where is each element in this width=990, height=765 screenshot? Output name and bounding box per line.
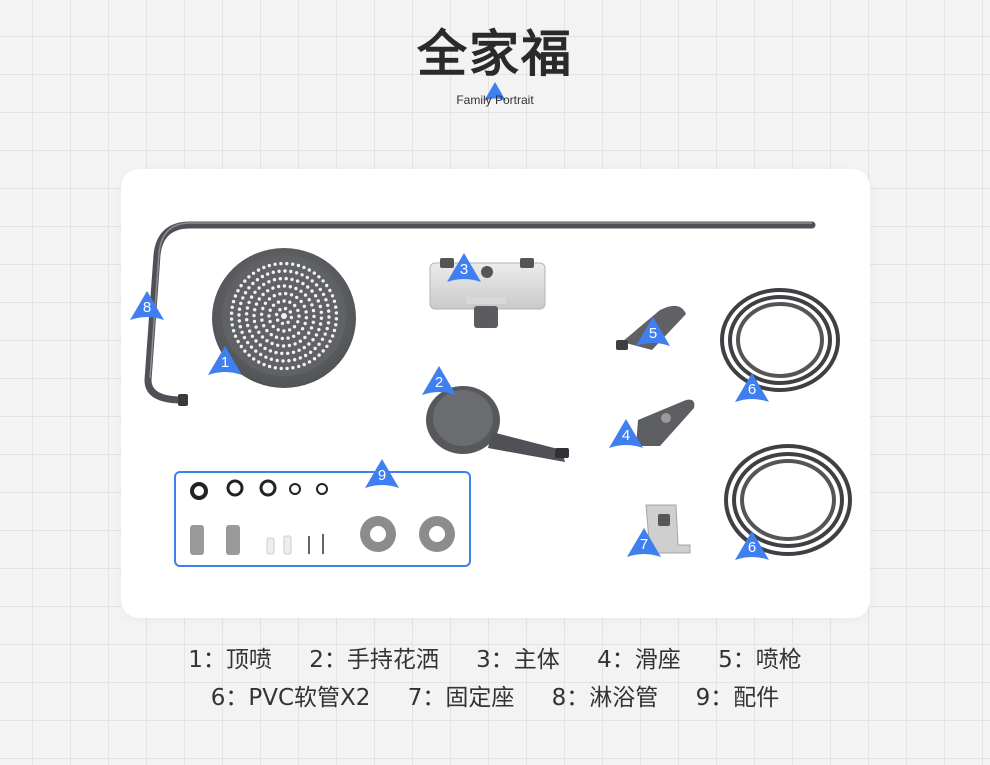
badge-label: 9: [377, 467, 387, 484]
title-marker-icon: [484, 82, 506, 101]
badge-label: 2: [434, 374, 444, 391]
badge-2: 2: [421, 365, 457, 397]
badge-triangle-icon: [735, 531, 769, 560]
badge-8: 8: [129, 290, 165, 322]
hand-shower: [426, 386, 569, 462]
shower-pipe: [144, 221, 816, 406]
badge-label: 6: [747, 539, 757, 556]
legend-item-spray-gun: 5：喷枪: [718, 647, 802, 673]
badge-4: 4: [608, 418, 644, 450]
badge-5: 5: [635, 316, 671, 348]
badge-triangle-icon: [365, 459, 399, 488]
badge-label: 6: [747, 381, 757, 398]
legend-item-main-body: 3：主体: [476, 647, 560, 673]
badge-triangle-icon: [636, 317, 670, 346]
legend-item-shower-pipe: 8：淋浴管: [551, 685, 659, 711]
badge-triangle-icon: [609, 419, 643, 448]
page-subtitle: Family Portrait: [456, 93, 534, 107]
badge-label: 4: [621, 427, 631, 444]
badge-label: 8: [142, 299, 152, 316]
legend-row-1: 1：顶喷 2：手持花洒 3：主体 4：滑座 5：喷枪: [0, 640, 990, 674]
page-title: 全家福: [417, 25, 573, 83]
badge-6-lower: 6: [734, 530, 770, 562]
legend-item-hand-shower: 2：手持花洒: [309, 647, 439, 673]
badge-triangle-icon: [447, 253, 481, 282]
slide-seat: [636, 399, 695, 446]
legend-item-top-shower: 1：顶喷: [188, 647, 272, 673]
legend-item-accessories: 9：配件: [695, 685, 780, 711]
accessories: [190, 479, 455, 555]
accessories-frame: [174, 471, 471, 567]
legend-item-slide-seat: 4：滑座: [597, 647, 681, 673]
badge-triangle-icon: [627, 528, 661, 557]
legend-row-2: 6：PVC软管X2 7：固定座 8：淋浴管 9：配件: [0, 678, 990, 712]
badge-3: 3: [446, 252, 482, 284]
pvc-hose-2: [724, 444, 852, 556]
badge-triangle-icon: [208, 346, 242, 375]
badge-triangle-icon: [130, 291, 164, 320]
badge-1: 1: [207, 345, 243, 377]
badge-9: 9: [364, 458, 400, 490]
top-shower-head: [212, 248, 356, 388]
badge-label: 7: [639, 536, 649, 553]
badge-7: 7: [626, 527, 662, 559]
badge-6-upper: 6: [734, 372, 770, 404]
badge-triangle-icon: [735, 373, 769, 402]
badge-triangle-icon: [422, 366, 456, 395]
badge-label: 1: [220, 354, 230, 371]
legend-item-pvc-hose: 6：PVC软管X2: [210, 685, 371, 711]
badge-label: 5: [648, 325, 658, 342]
badge-label: 3: [459, 261, 469, 278]
legend-item-fixed-seat: 7：固定座: [407, 685, 515, 711]
pvc-hose-1: [720, 288, 840, 392]
